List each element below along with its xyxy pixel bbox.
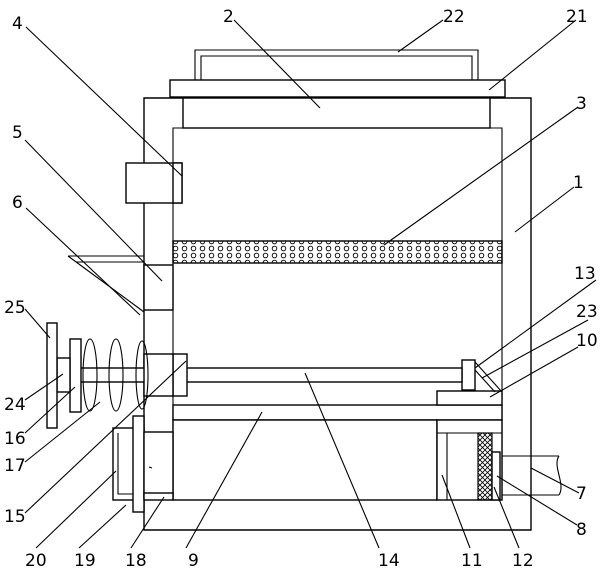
label-3: 3	[576, 94, 587, 114]
label-5: 5	[12, 123, 23, 143]
label-13: 13	[574, 264, 596, 284]
label-17: 17	[4, 456, 26, 476]
deflector	[474, 361, 503, 393]
handwheel-disc	[46, 322, 58, 429]
wall-bearing-inner	[143, 353, 174, 397]
handwheel-hub	[56, 357, 71, 393]
label-16: 16	[4, 429, 26, 449]
motor-foot	[143, 492, 174, 501]
label-1: 1	[573, 173, 584, 193]
right-shelf	[436, 390, 503, 406]
divider-plate	[172, 404, 503, 421]
feed-chute-block	[143, 264, 174, 311]
label-14: 14	[378, 551, 400, 571]
top-cover-plug	[182, 97, 491, 129]
label-11: 11	[461, 551, 483, 571]
label-18: 18	[125, 551, 147, 571]
feed-hopper	[67, 255, 145, 313]
label-8: 8	[576, 520, 587, 540]
label-19: 19	[74, 551, 96, 571]
spring	[82, 338, 149, 412]
seal-block	[491, 451, 501, 501]
label-7: 7	[576, 484, 587, 504]
main-shaft	[69, 367, 463, 383]
label-6: 6	[12, 193, 23, 213]
label-9: 9	[188, 551, 199, 571]
top-handle	[194, 49, 479, 80]
label-2: 2	[223, 7, 234, 27]
callout-labels: 4 2 22 21 3 1 5 6 25 24 16 17 15 20 19 1…	[4, 7, 598, 571]
motor-plate	[132, 415, 145, 513]
mesh-strip	[477, 432, 493, 501]
label-23: 23	[576, 302, 598, 322]
label-20: 20	[25, 551, 47, 571]
motor-block	[143, 431, 174, 498]
wall-bearing	[172, 353, 188, 397]
label-10: 10	[576, 331, 598, 351]
outlet-pipe	[502, 455, 562, 496]
label-25: 25	[4, 298, 26, 318]
bearing-block	[461, 359, 476, 391]
label-24: 24	[4, 395, 26, 415]
label-4: 4	[12, 14, 23, 34]
label-21: 21	[566, 7, 588, 27]
label-22: 22	[443, 7, 465, 27]
left-bracket	[172, 162, 183, 204]
leader-lines	[24, 19, 597, 549]
lid-plate	[169, 79, 506, 98]
label-15: 15	[4, 507, 26, 527]
label-12: 12	[512, 551, 534, 571]
hub-collar	[69, 338, 82, 413]
filter-screen	[172, 240, 503, 264]
lower-chamber	[172, 419, 438, 501]
